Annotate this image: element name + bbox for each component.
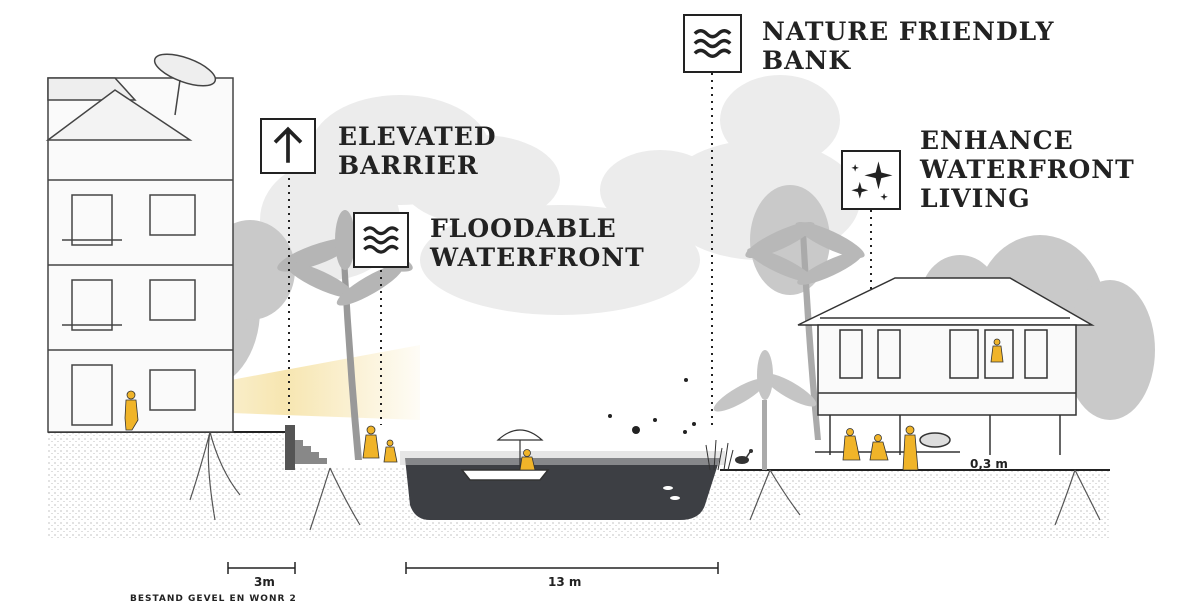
tree-roots (189, 431, 1101, 531)
label-line: WATERFRONT (430, 243, 645, 272)
left-building (45, 53, 234, 433)
label-line: BARRIER (338, 151, 479, 180)
label-line: NATURE FRIENDLY (762, 17, 1055, 46)
label-line: BANK (762, 46, 852, 75)
fish (663, 486, 680, 500)
palm-tree-right (745, 221, 865, 440)
boat (460, 429, 550, 481)
label-line: ENHANCE (920, 126, 1074, 155)
flying-dots (608, 378, 696, 434)
elevated-barrier-wall (285, 425, 327, 470)
leader-lines (288, 73, 872, 430)
reeds (705, 439, 734, 471)
scale-label-river: 13 m (548, 575, 582, 589)
label-enhance-waterfront-living: ENHANCE WATERFRONT LIVING (920, 126, 1135, 213)
banana-plant (713, 350, 817, 470)
arrow-up-icon (260, 118, 316, 174)
stilt-house (797, 277, 1095, 455)
caption-text: BESTAND GEVEL EN WONR 2 (130, 594, 297, 604)
label-line: WATERFRONT (920, 155, 1135, 184)
label-nature-friendly-bank: NATURE FRIENDLY BANK (762, 17, 1054, 75)
label-floodable-waterfront: FLOODABLE WATERFRONT (430, 214, 645, 272)
label-line: FLOODABLE (430, 214, 617, 243)
label-line: LIVING (920, 184, 1031, 213)
house-floor-height: 0,3 m (970, 457, 1008, 471)
river-water (405, 458, 720, 520)
label-elevated-barrier: ELEVATED BARRIER (338, 122, 497, 180)
scale-label-left: 3m (254, 575, 275, 589)
label-line: ELEVATED (338, 122, 497, 151)
people (124, 338, 1004, 471)
sparkle-icon (841, 150, 901, 210)
scale-bars (227, 562, 719, 574)
heron (735, 449, 753, 464)
waves-icon (683, 14, 742, 73)
waves-icon (353, 212, 409, 268)
